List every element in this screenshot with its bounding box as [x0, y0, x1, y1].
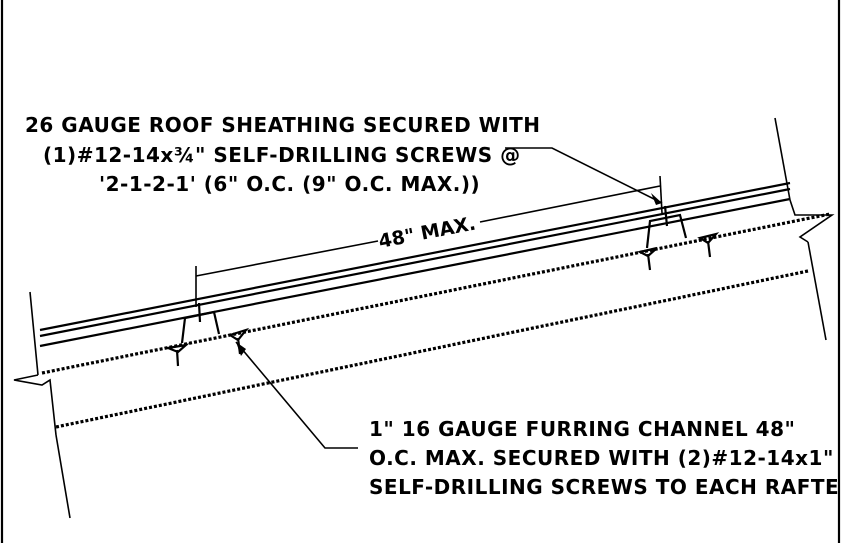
sheathing-note-line-3: '2-1-2-1' (6" O.C. (9" O.C. MAX.)): [99, 172, 480, 196]
furring-note-line-2: O.C. MAX. SECURED WITH (2)#12-14x1": [369, 446, 834, 470]
furring-channel-right: [645, 205, 688, 249]
sheathing-note: 26 GAUGE ROOF SHEATHING SECURED WITH (1)…: [25, 113, 541, 196]
left-break-line: [13, 291, 71, 519]
rafter: [41, 212, 831, 429]
right-break-line: [774, 117, 835, 341]
screw-marks: [163, 232, 720, 367]
sheathing-note-line-2: (1)#12-14x¾" SELF-DRILLING SCREWS @: [43, 143, 521, 167]
screw-left-1: [163, 343, 190, 367]
screw-right-1: [636, 246, 658, 271]
furring-leader: [235, 341, 358, 449]
sheathing-note-line-1: 26 GAUGE ROOF SHEATHING SECURED WITH: [25, 113, 541, 137]
furring-note: 1" 16 GAUGE FURRING CHANNEL 48" O.C. MAX…: [369, 417, 841, 499]
screw-right-2: [697, 232, 720, 258]
furring-note-line-3: SELF-DRILLING SCREWS TO EACH RAFTER.: [369, 475, 841, 499]
sheathing-leader: [505, 147, 663, 205]
dimension-48-max: [195, 175, 663, 307]
furring-channel-left: [180, 302, 221, 344]
roof-sheathing: [39, 181, 791, 348]
furring-note-line-1: 1" 16 GAUGE FURRING CHANNEL 48": [369, 417, 795, 441]
